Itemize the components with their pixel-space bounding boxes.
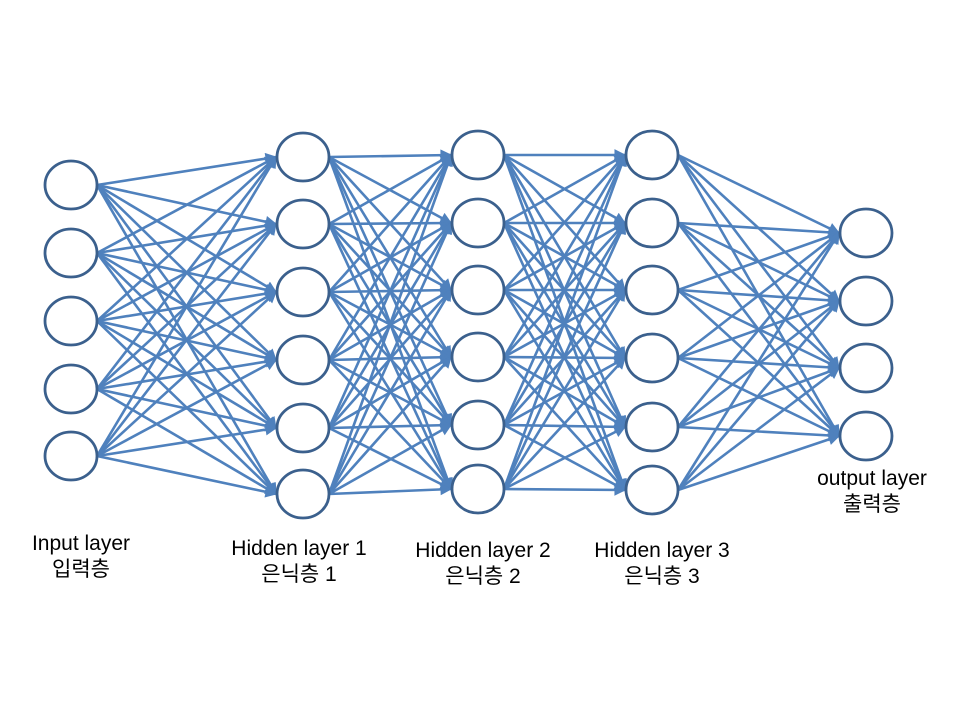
connection-arrow	[676, 232, 841, 491]
input-layer-label: Input layer 입력층	[0, 531, 166, 583]
connection-arrow	[677, 299, 840, 429]
connection-arrow	[96, 152, 278, 187]
connection-arrow	[95, 223, 278, 457]
output-layer-node	[838, 275, 894, 327]
connection-arrow	[328, 154, 452, 293]
connection-arrow	[96, 156, 277, 322]
connection-arrow	[677, 153, 841, 235]
hidden-layer-1-label-ko: 은닉층 1	[261, 563, 337, 586]
hidden1-layer-node	[275, 334, 331, 386]
connection-arrow	[328, 483, 453, 496]
connection-arrow	[676, 232, 841, 428]
hidden-layer-3-label: Hidden layer 3 은닉층 3	[577, 538, 747, 590]
input-layer-node	[43, 227, 99, 279]
connection-arrow	[677, 425, 841, 442]
connection-arrow	[502, 221, 627, 490]
input-layer-label-en: Input layer	[31, 532, 131, 555]
connection-arrow	[502, 153, 627, 490]
connection-arrow	[328, 423, 453, 496]
output-layer-node	[838, 207, 894, 259]
hidden-layer-2-label-en: Hidden layer 2	[415, 539, 551, 562]
hidden3-layer-node	[624, 129, 680, 181]
connection-arrow	[327, 153, 453, 495]
connection-arrow	[96, 291, 277, 457]
output-layer-label-en: output layer	[817, 467, 927, 490]
input-layer-node	[43, 159, 99, 211]
connection-arrow	[677, 230, 841, 292]
input-layer-node	[43, 430, 99, 482]
hidden3-layer-node	[624, 464, 680, 516]
hidden-layer-3-label-en: Hidden layer 3	[594, 539, 730, 562]
hidden2-layer-node	[450, 129, 506, 181]
hidden2-layer-node	[450, 264, 506, 316]
hidden3-layer-node	[624, 332, 680, 384]
hidden3-layer-node	[624, 264, 680, 316]
hidden1-layer-node	[275, 198, 331, 250]
connection-arrow	[503, 154, 626, 291]
hidden1-layer-node	[275, 131, 331, 183]
hidden2-layer-node	[450, 331, 506, 383]
connection-arrow	[502, 289, 627, 490]
output-layer-node	[838, 410, 894, 462]
output-layer-label: output layer 출력층	[787, 466, 957, 518]
connection-arrow	[503, 153, 627, 225]
connection-arrow	[328, 356, 452, 495]
input-layer-node	[43, 363, 99, 415]
output-layer-node	[838, 342, 894, 394]
connection-arrow	[96, 423, 278, 458]
connection-arrow	[503, 357, 626, 490]
hidden3-layer-node	[624, 401, 680, 453]
connection-arrow	[677, 221, 841, 239]
connection-arrow	[327, 153, 453, 361]
connection-arrow	[503, 484, 627, 496]
connection-arrow	[95, 156, 278, 390]
connection-arrow	[502, 153, 627, 426]
hidden3-layer-node	[624, 197, 680, 249]
connection-arrow	[503, 420, 627, 433]
connection-arrow	[677, 231, 840, 360]
connection-arrow	[328, 149, 453, 162]
hidden-layer-1-label: Hidden layer 1 은닉층 1	[214, 536, 384, 588]
connection-arrow	[677, 366, 840, 492]
connection-arrow	[96, 454, 278, 498]
hidden2-layer-node	[450, 463, 506, 515]
hidden1-layer-node	[275, 402, 331, 454]
connection-arrow	[328, 153, 453, 226]
input-layer-label-ko: 입력층	[52, 558, 110, 581]
connection-arrow	[96, 155, 278, 255]
hidden-layer-2-label: Hidden layer 2 은닉층 2	[398, 538, 568, 590]
hidden-layer-3-label-ko: 은닉층 3	[624, 565, 700, 588]
hidden1-layer-node	[275, 266, 331, 318]
output-layer-label-ko: 출력층	[843, 493, 901, 516]
hidden-layer-2-label-ko: 은닉층 2	[445, 565, 521, 588]
hidden-layer-1-label-en: Hidden layer 1	[231, 537, 367, 560]
hidden2-layer-node	[450, 197, 506, 249]
connection-arrow	[95, 155, 278, 457]
connection-arrow	[503, 425, 627, 491]
connection-arrow	[327, 153, 453, 429]
connection-arrow	[96, 358, 278, 458]
hidden2-layer-node	[450, 399, 506, 451]
connection-arrow	[677, 300, 840, 491]
connection-arrow	[327, 288, 453, 495]
connection-arrow	[677, 433, 841, 492]
hidden1-layer-node	[275, 468, 331, 520]
input-layer-node	[43, 295, 99, 347]
connection-arrow	[327, 221, 453, 495]
connection-arrow	[502, 153, 627, 358]
